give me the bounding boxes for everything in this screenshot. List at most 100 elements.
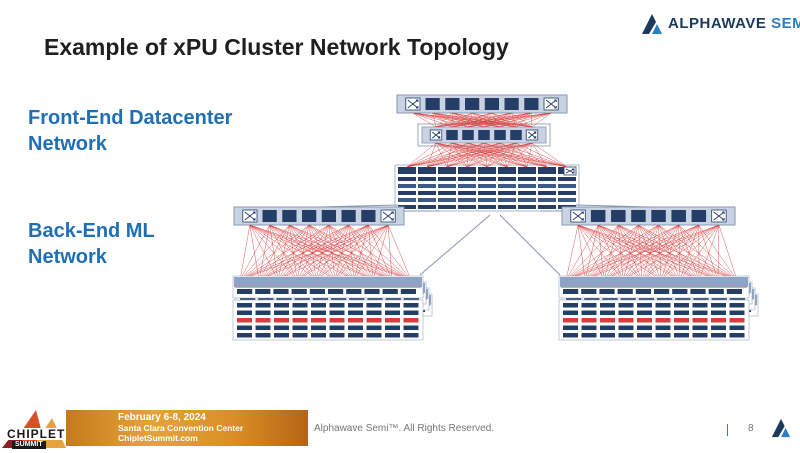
front-end-aggregation-switch-port (494, 130, 506, 140)
front-end-leaf-row (538, 205, 556, 209)
front-end-aggregation-switch-switch-icon (430, 130, 442, 140)
front-end-leaf-row (558, 198, 576, 202)
back-end-right-spine-switch (562, 207, 735, 225)
back-end-right-spine-switch-switch-icon (712, 210, 726, 222)
back-end-right-rack-row (674, 326, 689, 331)
back-end-left-links (240, 225, 411, 280)
front-end-leaf-row (498, 198, 516, 202)
front-end-aggregation-links (407, 143, 567, 167)
front-end-leaf-port (398, 167, 416, 174)
back-end-left-spine-switch-port (361, 210, 375, 222)
back-end-right-rack-row (563, 333, 578, 338)
front-end-leaf-row (518, 191, 536, 195)
back-end-right-rack-row (637, 333, 652, 338)
back-end-right-rack-row (600, 318, 615, 323)
front-end-leaf-row (558, 177, 576, 181)
front-end-spine-switch-port (485, 98, 499, 110)
back-end-right-rack-row (563, 303, 578, 308)
back-end-right-rack-row (730, 326, 745, 331)
back-end-left-rack-row (274, 311, 289, 316)
front-end-leaf-row (458, 191, 476, 195)
front-end-leaf-row (438, 177, 456, 181)
front-end-leaf-port (538, 167, 556, 174)
back-end-right-spine-switch-port (651, 210, 665, 222)
back-end-right-rack-row (563, 318, 578, 323)
front-end-spine-switch-port (426, 98, 440, 110)
event-venue: Santa Clara Convention Center (118, 423, 243, 433)
back-end-left-spine-switch-port (282, 210, 296, 222)
back-end-right-rack-row (619, 318, 634, 323)
event-website: ChipletSummit.com (118, 433, 243, 443)
front-end-leaf-port (478, 167, 496, 174)
back-end-right-rack-row (582, 326, 597, 331)
back-end-left-rack-row (367, 303, 382, 308)
back-end-right-rack-row (619, 303, 634, 308)
footer-divider (727, 424, 728, 436)
front-end-leaf-row (498, 184, 516, 188)
summit-word: SUMMIT (12, 441, 46, 449)
back-end-left-rack-row (274, 326, 289, 331)
back-end-right-rack-row (582, 333, 597, 338)
back-end-left-rack-row (404, 318, 419, 323)
back-end-left-rack-row (404, 303, 419, 308)
back-end-left-rack-row (385, 303, 400, 308)
back-end-left-rack-row (348, 311, 363, 316)
back-end-left-rack-row (237, 326, 252, 331)
back-end-left-spine-switch-switch-icon (381, 210, 395, 222)
back-end-right-rack-row (674, 303, 689, 308)
back-end-left-rack-row (256, 333, 271, 338)
back-end-left-rack-row (293, 311, 308, 316)
back-end-right-rack-row (730, 303, 745, 308)
back-end-right-rack-row (693, 326, 708, 331)
back-end-left-spine-switch (234, 207, 404, 225)
back-end-right-rack-row (656, 318, 671, 323)
back-end-right-rack-row (711, 303, 726, 308)
back-end-left-rack-row (237, 311, 252, 316)
front-end-spine-switch (397, 95, 567, 113)
front-end-leaf-row (498, 177, 516, 181)
front-end-leaf-row (398, 198, 416, 202)
back-end-right-rack-row (600, 333, 615, 338)
front-end-leaf-port (458, 167, 476, 174)
network-topology-diagram (0, 0, 800, 406)
back-end-left-rack-row (404, 326, 419, 331)
front-end-leaf-row (518, 177, 536, 181)
front-end-leaf-row (418, 191, 436, 195)
back-end-left-rack-row (311, 303, 326, 308)
back-end-left-rack-row (348, 326, 363, 331)
back-end-left-rack-row (256, 326, 271, 331)
back-end-right-spine-switch-switch-icon (571, 210, 585, 222)
front-end-spine-switch-switch-icon (406, 98, 420, 110)
front-end-leaf-row (518, 205, 536, 209)
back-end-right-rack-row (730, 318, 745, 323)
front-end-leaf-row (438, 205, 456, 209)
back-end-left-rack-row (404, 311, 419, 316)
front-end-leaf-row (398, 177, 416, 181)
back-end-right-spine-switch-port (611, 210, 625, 222)
back-end-left-spine-switch-port (263, 210, 277, 222)
back-end-left-rack-row (311, 311, 326, 316)
back-end-right-rack-row (730, 333, 745, 338)
back-end-left-rack-row (274, 318, 289, 323)
back-end-left-spine-switch-port (322, 210, 336, 222)
back-end-right-rack-row (656, 303, 671, 308)
back-end-left-rack-row (237, 303, 252, 308)
back-end-left-rack-row (367, 318, 382, 323)
back-end-left-rack-row (293, 303, 308, 308)
back-end-left-rack-row (293, 333, 308, 338)
front-end-leaf-row (438, 191, 456, 195)
front-end-aggregation-switch-switch-icon (526, 130, 538, 140)
back-end-right-spine-switch-port (591, 210, 605, 222)
front-end-spine-switch-port (524, 98, 538, 110)
front-end-leaf-row (438, 184, 456, 188)
back-end-left-rack-row (385, 318, 400, 323)
back-end-left-rack-row (330, 311, 345, 316)
back-end-right-rack-row (637, 318, 652, 323)
back-end-right-rack-row (656, 333, 671, 338)
back-end-right-rack-row (656, 326, 671, 331)
front-end-leaf-row (558, 191, 576, 195)
back-end-right-rack-row (711, 311, 726, 316)
back-end-left-rack-row (348, 318, 363, 323)
front-end-leaf-row (478, 191, 496, 195)
back-end-left-rack-row (385, 311, 400, 316)
